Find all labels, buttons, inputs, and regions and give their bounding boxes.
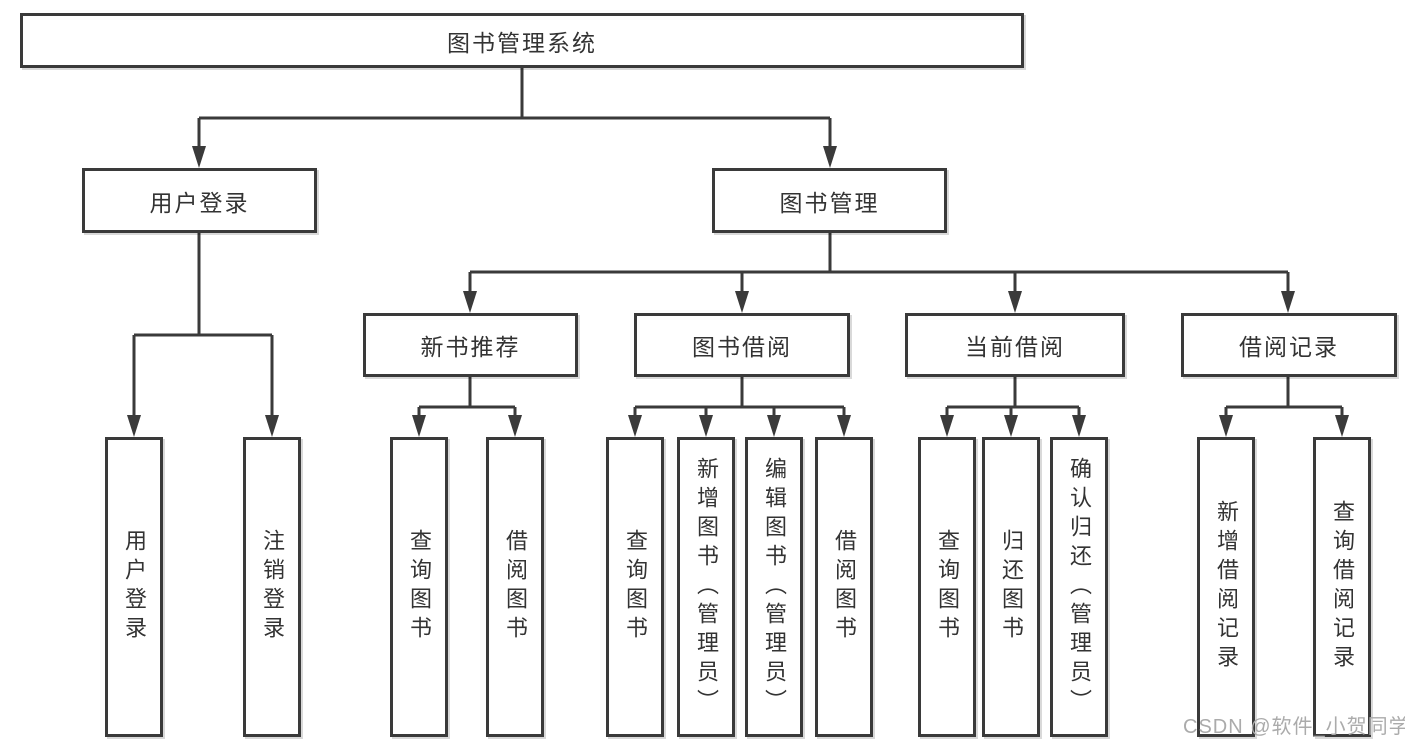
leaf-confirm-return-admin-label: 确认归还（管理员） [1067, 456, 1092, 718]
leaf-edit-book-admin: 编辑图书（管理员） [745, 437, 803, 737]
connector-line [945, 377, 1081, 419]
node-root-label: 图书管理系统 [447, 29, 597, 56]
connector-current-borrow-to-leaves [940, 377, 1086, 437]
leaf-add-book-admin-label: 新增图书（管理员） [694, 456, 719, 718]
leaf-edit-book-admin-label: 编辑图书（管理员） [762, 456, 787, 718]
node-new-book-recommend: 新书推荐 [363, 313, 578, 377]
arrowhead [735, 291, 749, 313]
node-current-borrow-label: 当前借阅 [965, 334, 1065, 360]
node-book-management-label: 图书管理 [779, 189, 880, 216]
leaf-query-borrow-record-label: 查询借阅记录 [1330, 500, 1355, 674]
leaf-query-books-recommend-label: 查询图书 [407, 529, 432, 645]
arrowhead [1219, 415, 1233, 437]
node-current-borrow: 当前借阅 [905, 313, 1125, 377]
connector-line [1224, 377, 1344, 419]
leaf-query-books-borrow: 查询图书 [606, 437, 664, 737]
node-user-login: 用户登录 [82, 168, 317, 233]
connector-line [468, 233, 1290, 295]
leaf-logout-label: 注销登录 [260, 529, 285, 645]
arrowhead [628, 415, 642, 437]
node-book-management: 图书管理 [712, 168, 947, 233]
node-book-borrow: 图书借阅 [634, 313, 850, 377]
arrowhead [940, 415, 954, 437]
node-borrow-records-label: 借阅记录 [1239, 334, 1339, 360]
node-book-borrow-label: 图书借阅 [692, 334, 792, 360]
node-borrow-records: 借阅记录 [1181, 313, 1397, 377]
csdn-watermark: CSDN @软件_小贺同学 [1183, 716, 1405, 738]
node-new-book-recommend-label: 新书推荐 [420, 334, 521, 360]
connector-root-to-level1 [192, 68, 837, 168]
connector-line [132, 233, 274, 419]
leaf-borrow-books: 借阅图书 [815, 437, 873, 737]
leaf-borrow-books-label: 借阅图书 [832, 529, 857, 645]
connector-line [633, 377, 846, 419]
leaf-add-book-admin: 新增图书（管理员） [677, 437, 735, 737]
arrowhead [1008, 291, 1022, 313]
leaf-query-borrow-record: 查询借阅记录 [1313, 437, 1371, 737]
leaf-return-book: 归还图书 [982, 437, 1040, 737]
connector-line [417, 377, 517, 419]
arrowhead [508, 415, 522, 437]
leaf-logout: 注销登录 [243, 437, 301, 737]
arrowhead [767, 415, 781, 437]
arrowhead [823, 146, 837, 168]
arrowhead [192, 146, 206, 168]
arrowhead [1072, 415, 1086, 437]
leaf-query-books-borrow-label: 查询图书 [623, 529, 648, 645]
leaf-confirm-return-admin: 确认归还（管理员） [1050, 437, 1108, 737]
arrowhead [837, 415, 851, 437]
leaf-borrow-books-recommend-label: 借阅图书 [503, 529, 528, 645]
leaf-add-borrow-record-label: 新增借阅记录 [1214, 500, 1239, 674]
leaf-borrow-books-recommend: 借阅图书 [486, 437, 544, 737]
connector-book-borrow-to-leaves [628, 377, 851, 437]
arrowhead [265, 415, 279, 437]
connector-borrow-records-to-leaves [1219, 377, 1349, 437]
node-user-login-label: 用户登录 [149, 189, 250, 216]
leaf-return-book-label: 归还图书 [999, 529, 1024, 645]
node-root: 图书管理系统 [20, 13, 1024, 68]
connector-line [197, 68, 832, 150]
arrowhead [463, 291, 477, 313]
leaf-user-login: 用户登录 [105, 437, 163, 737]
arrowhead [1004, 415, 1018, 437]
leaf-query-books-current: 查询图书 [918, 437, 976, 737]
arrowhead [699, 415, 713, 437]
arrowhead [412, 415, 426, 437]
connector-book-management-to-level2 [463, 233, 1295, 313]
arrowhead [1281, 291, 1295, 313]
connector-new-book-recommend-to-leaves [412, 377, 522, 437]
leaf-add-borrow-record: 新增借阅记录 [1197, 437, 1255, 737]
leaf-user-login-label: 用户登录 [122, 529, 147, 645]
leaf-query-books-recommend: 查询图书 [390, 437, 448, 737]
arrowhead [1335, 415, 1349, 437]
leaf-query-books-current-label: 查询图书 [935, 529, 960, 645]
connector-user-login-to-leaves [127, 233, 279, 437]
arrowhead [127, 415, 141, 437]
